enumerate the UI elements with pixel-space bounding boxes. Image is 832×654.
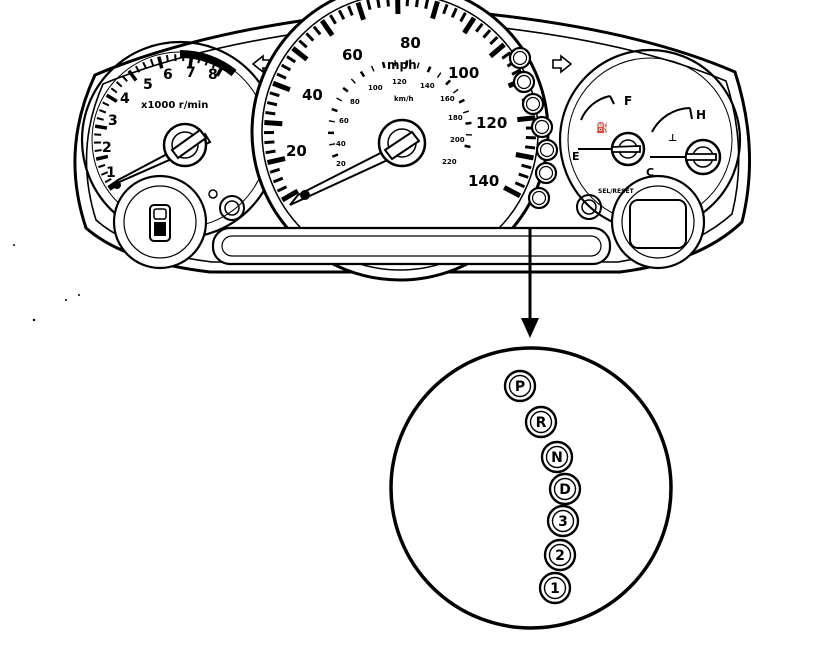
speedometer-kmh-number: 220 — [442, 158, 457, 166]
gear-position-indicator: R — [526, 407, 556, 437]
gear-position-label: P — [515, 379, 525, 395]
temperature-gauge: H C ⊥ — [646, 108, 720, 179]
speedometer-mph-number: 60 — [342, 46, 363, 64]
gear-position-indicator: N — [542, 442, 572, 472]
tachometer-number: 6 — [163, 67, 173, 83]
speedometer-mph-number: 100 — [448, 64, 479, 82]
trip-reset-label: SEL/RESET — [598, 188, 635, 195]
gear-position-label: N — [551, 450, 563, 466]
right-turn-signal-icon — [553, 56, 571, 72]
fuel-gauge-empty-label: E — [572, 150, 580, 163]
gear-position-indicator: 3 — [548, 506, 578, 536]
tachometer-number: 5 — [143, 77, 153, 93]
speedometer-mph-number: 120 — [476, 114, 507, 132]
gear-position-label: R — [536, 415, 547, 431]
temperature-gauge-hot-label: H — [696, 108, 706, 122]
gear-position-label: 3 — [558, 514, 568, 530]
speedometer-kmh-number: 200 — [450, 136, 465, 144]
gear-position-indicator: 2 — [545, 540, 575, 570]
speedometer-kmh-number: 80 — [350, 98, 360, 106]
speedometer-mph-number: 20 — [286, 142, 307, 160]
tachometer-number: 3 — [108, 113, 118, 129]
speedometer-kmh-number: 60 — [339, 117, 349, 125]
tachometer-number: 7 — [186, 65, 196, 81]
gear-detail-callout: P R ND 3 2 1 — [391, 348, 671, 628]
fuel-gauge: F E ⛽ — [572, 94, 644, 165]
speedometer-unit-mph: mph — [387, 58, 417, 72]
speedometer-kmh-number: 120 — [392, 78, 407, 86]
speedometer-kmh-number: 140 — [420, 82, 435, 90]
speedometer-mph-number: 80 — [400, 34, 421, 52]
speedometer-kmh-number: 100 — [368, 84, 383, 92]
gear-position-label: 2 — [555, 548, 565, 564]
gear-position-indicator: D — [550, 474, 580, 504]
speedometer-kmh-number: 20 — [336, 160, 346, 168]
gear-position-label: D — [559, 482, 571, 498]
speedometer-kmh-number: 40 — [336, 140, 346, 148]
tachometer-number: 2 — [102, 140, 112, 156]
tachometer-unit-label: x1000 r/min — [141, 100, 208, 111]
speedometer-mph-number: 140 — [468, 172, 499, 190]
shift-indicator-dial — [114, 176, 206, 268]
fuel-pump-icon: ⛽ — [596, 121, 608, 134]
tachometer-number: 8 — [208, 67, 218, 83]
brightness-knob[interactable] — [220, 196, 244, 220]
tachometer-number: 1 — [106, 165, 116, 181]
gear-position-indicator: 1 — [540, 573, 570, 603]
odometer-display — [213, 228, 610, 264]
coolant-temperature-icon: ⊥ — [668, 133, 677, 144]
tachometer-number: 4 — [120, 91, 130, 107]
speedometer-unit-kmh: km/h — [394, 95, 414, 103]
speedometer-kmh-number: 180 — [448, 114, 463, 122]
speedometer-mph-number: 40 — [302, 86, 323, 104]
gear-position-indicator: P — [505, 371, 535, 401]
indicator-dot-icon — [209, 190, 217, 198]
speedometer-kmh-number: 160 — [440, 95, 455, 103]
print-specks — [13, 244, 80, 321]
gear-position-label: 1 — [550, 581, 560, 597]
fuel-gauge-full-label: F — [624, 94, 632, 108]
